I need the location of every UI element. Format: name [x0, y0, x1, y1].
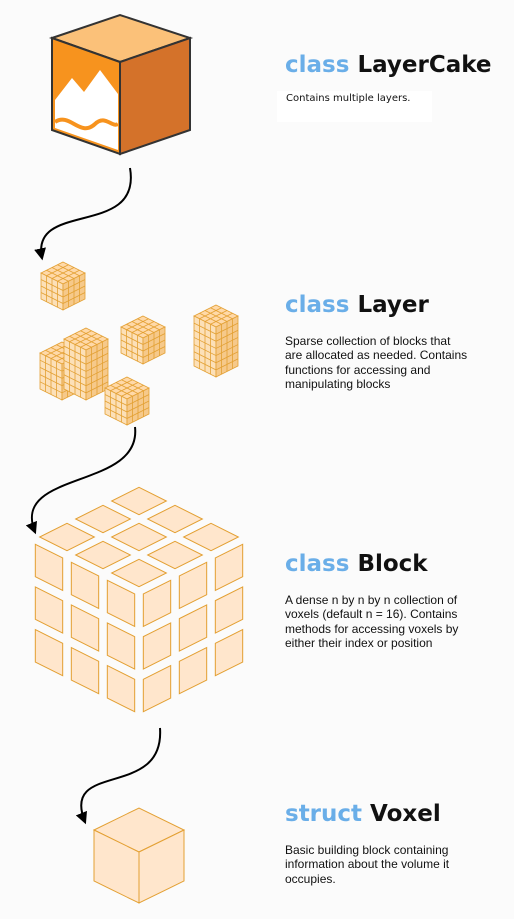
block-description: A dense n by n by n collection of voxels…: [285, 593, 459, 650]
layer-title: class Layer: [285, 291, 470, 319]
layercake-icon: [48, 13, 194, 156]
voxel-keyword: struct: [285, 801, 363, 827]
block-name: Block: [357, 551, 428, 577]
layer-name: Layer: [357, 292, 429, 318]
layercake-section: class LayerCake Contains multiple layers…: [277, 51, 492, 122]
arrow-block-to-voxel: [75, 727, 162, 825]
voxel-description: Basic building block containing informat…: [285, 843, 450, 886]
layer-blocks-icon: [39, 261, 239, 426]
layercake-keyword: class: [285, 52, 350, 78]
voxel-title: struct Voxel: [285, 800, 470, 828]
layer-description: Sparse collection of blocks that are all…: [285, 334, 468, 391]
voxel-name: Voxel: [370, 801, 441, 827]
arrow-layer-to-block: [25, 426, 137, 535]
layercake-title: class LayerCake: [285, 51, 492, 79]
block-section: class Block A dense n by n by n collecti…: [285, 550, 470, 650]
layer-keyword: class: [285, 292, 350, 318]
block-keyword: class: [285, 551, 350, 577]
block-title: class Block: [285, 550, 470, 578]
arrow-cake-to-layer: [34, 167, 132, 261]
layer-section: class Layer Sparse collection of blocks …: [285, 291, 470, 391]
voxel-section: struct Voxel Basic building block contai…: [285, 800, 470, 886]
layercake-name: LayerCake: [357, 52, 492, 78]
block-cube-icon: [34, 486, 244, 713]
layercake-description: Contains multiple layers.: [277, 91, 432, 122]
voxel-icon: [92, 807, 186, 904]
